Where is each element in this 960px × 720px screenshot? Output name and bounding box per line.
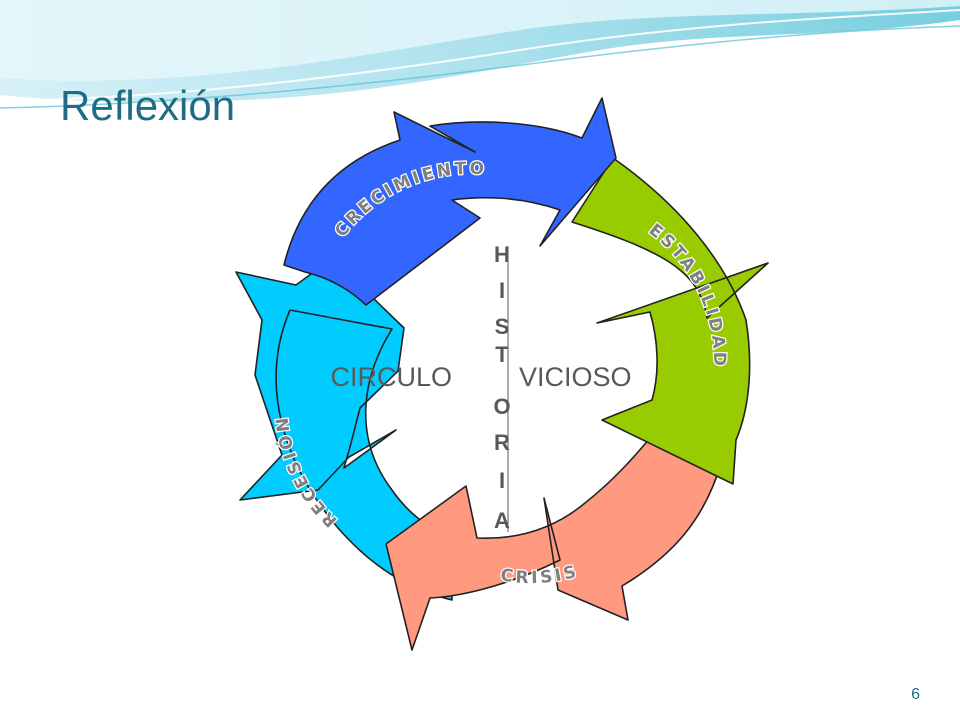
vertical-letter: I: [499, 278, 505, 303]
vertical-letter: A: [494, 508, 510, 533]
vertical-letter: T: [495, 342, 509, 367]
page-number: 6: [911, 686, 920, 703]
vertical-word-historia: H I S T O R I A: [493, 242, 510, 533]
vertical-letter: R: [494, 430, 510, 455]
center-word-right: VICIOSO: [519, 362, 632, 392]
vertical-letter: O: [493, 394, 510, 419]
vertical-letter: S: [495, 314, 510, 339]
wave-header-decoration: [0, 0, 960, 109]
cycle-arrow-crisis: [385, 437, 723, 651]
cycle-arrow-crecimiento: [283, 97, 617, 306]
center-word-left: CIRCULO: [330, 362, 452, 392]
vertical-letter: I: [499, 468, 505, 493]
slide-title: Reflexión: [60, 82, 236, 129]
cycle-arrow-estabilidad: [571, 157, 769, 485]
vertical-letter: H: [494, 242, 510, 267]
